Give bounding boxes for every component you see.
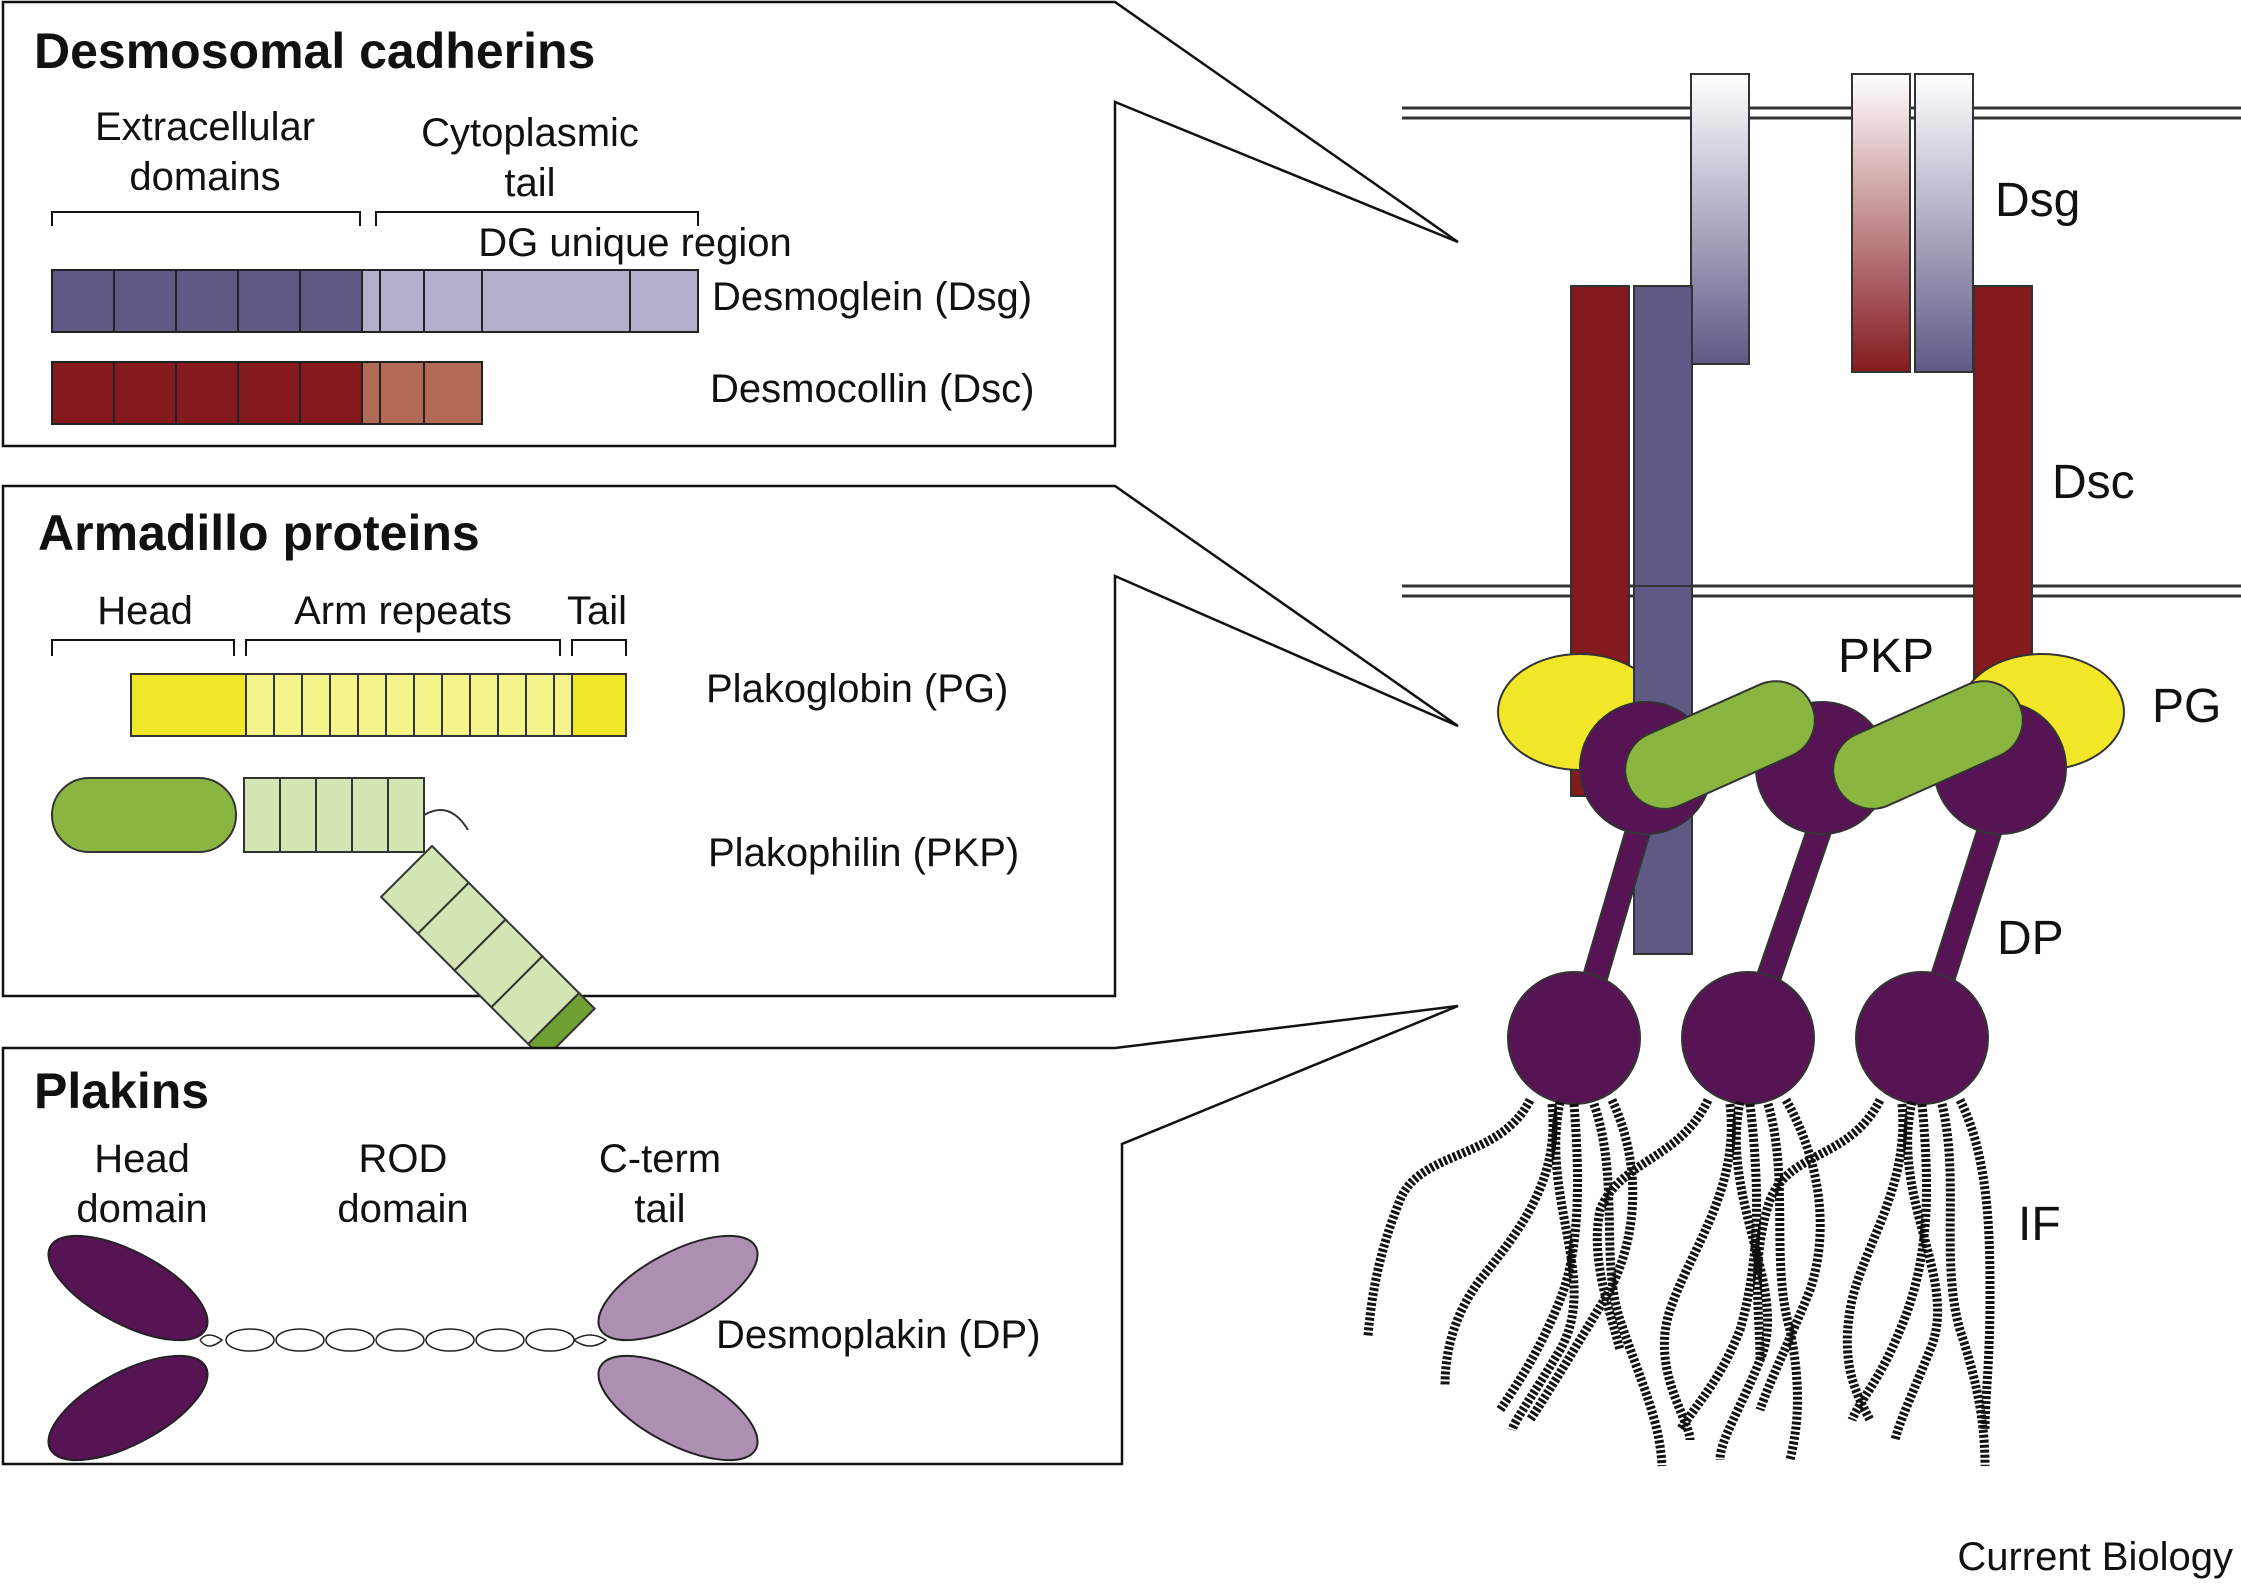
- head-domain-label-2: domain: [76, 1187, 207, 1231]
- cterm-tail-label-1: C-term: [599, 1137, 721, 1181]
- extracellular-label-2: domains: [129, 155, 280, 199]
- tail-label: Tail: [567, 589, 627, 633]
- cytoplasmic-bracket: [375, 211, 699, 226]
- dsc-right-bar: [1973, 285, 2033, 687]
- rod-domain-label-2: domain: [337, 1187, 468, 1231]
- cytoplasmic-label-2: tail: [504, 161, 555, 205]
- pkp-structure-label: PKP: [1838, 630, 1934, 683]
- plakins-panel: Plakins Head domain ROD domain C-term ta…: [1, 1004, 1459, 1466]
- pkp-right: [1832, 680, 2024, 810]
- head-bracket: [51, 639, 235, 656]
- cytoplasmic-label-1: Cytoplasmic: [421, 111, 639, 155]
- plakoglobin-bar: [130, 673, 627, 737]
- desmocollin-label: Desmocollin (Dsc): [710, 367, 1035, 411]
- plakophilin-label: Plakophilin (PKP): [708, 831, 1019, 875]
- intermediate-filaments: [1363, 1097, 1995, 1467]
- desmoplakin-label: Desmoplakin (DP): [716, 1313, 1041, 1357]
- armadillo-panel: Armadillo proteins Head Arm repeats Tail…: [1, 484, 1459, 1061]
- dsg-right-extracellular: [1914, 73, 1974, 373]
- desmosome-structure: Dsg Dsc PKP PG DP IF: [1363, 73, 2241, 1467]
- arm-bracket: [245, 639, 561, 656]
- dsg-left-extracellular: [1690, 73, 1750, 365]
- dp-tail-3: [1855, 971, 1989, 1105]
- plakophilin-shape: [51, 777, 597, 1061]
- if-structure-label: IF: [2018, 1198, 2061, 1251]
- journal-credit: Current Biology: [1957, 1535, 2233, 1579]
- dp-tail-1: [1507, 971, 1641, 1105]
- head-domain-label-1: Head: [94, 1137, 190, 1181]
- cterm-tail-label-2: tail: [634, 1187, 685, 1231]
- plakins-title: Plakins: [34, 1063, 209, 1119]
- desmocollin-bar: [51, 361, 483, 425]
- dsc-right-extracellular: [1851, 73, 1911, 373]
- plakoglobin-label: Plakoglobin (PG): [706, 667, 1008, 711]
- cadherins-title: Desmosomal cadherins: [34, 23, 595, 79]
- dp-tail-2: [1681, 971, 1815, 1105]
- tail-bracket: [571, 639, 627, 656]
- cadherins-panel: Desmosomal cadherins Extracellular domai…: [1, 0, 1459, 448]
- armadillo-title: Armadillo proteins: [38, 505, 480, 561]
- desmoplakin-shape: [47, 1234, 759, 1462]
- membrane-top: [1402, 106, 2241, 120]
- dp-structure-label: DP: [1997, 912, 2064, 965]
- dsg-structure-label: Dsg: [1995, 174, 2080, 227]
- extracellular-label-1: Extracellular: [95, 105, 315, 149]
- arm-repeats-label: Arm repeats: [294, 589, 512, 633]
- desmoglein-label: Desmoglein (Dsg): [712, 275, 1032, 319]
- dsc-structure-label: Dsc: [2052, 456, 2135, 509]
- membrane-bottom: [1402, 584, 2241, 598]
- pkp-left: [1624, 680, 1816, 810]
- head-label: Head: [97, 589, 193, 633]
- extracellular-bracket: [51, 211, 361, 226]
- dg-unique-label: DG unique region: [478, 221, 792, 265]
- pg-structure-label: PG: [2152, 680, 2221, 733]
- rod-domain-label-1: ROD: [359, 1137, 448, 1181]
- desmoglein-bar: [51, 269, 699, 333]
